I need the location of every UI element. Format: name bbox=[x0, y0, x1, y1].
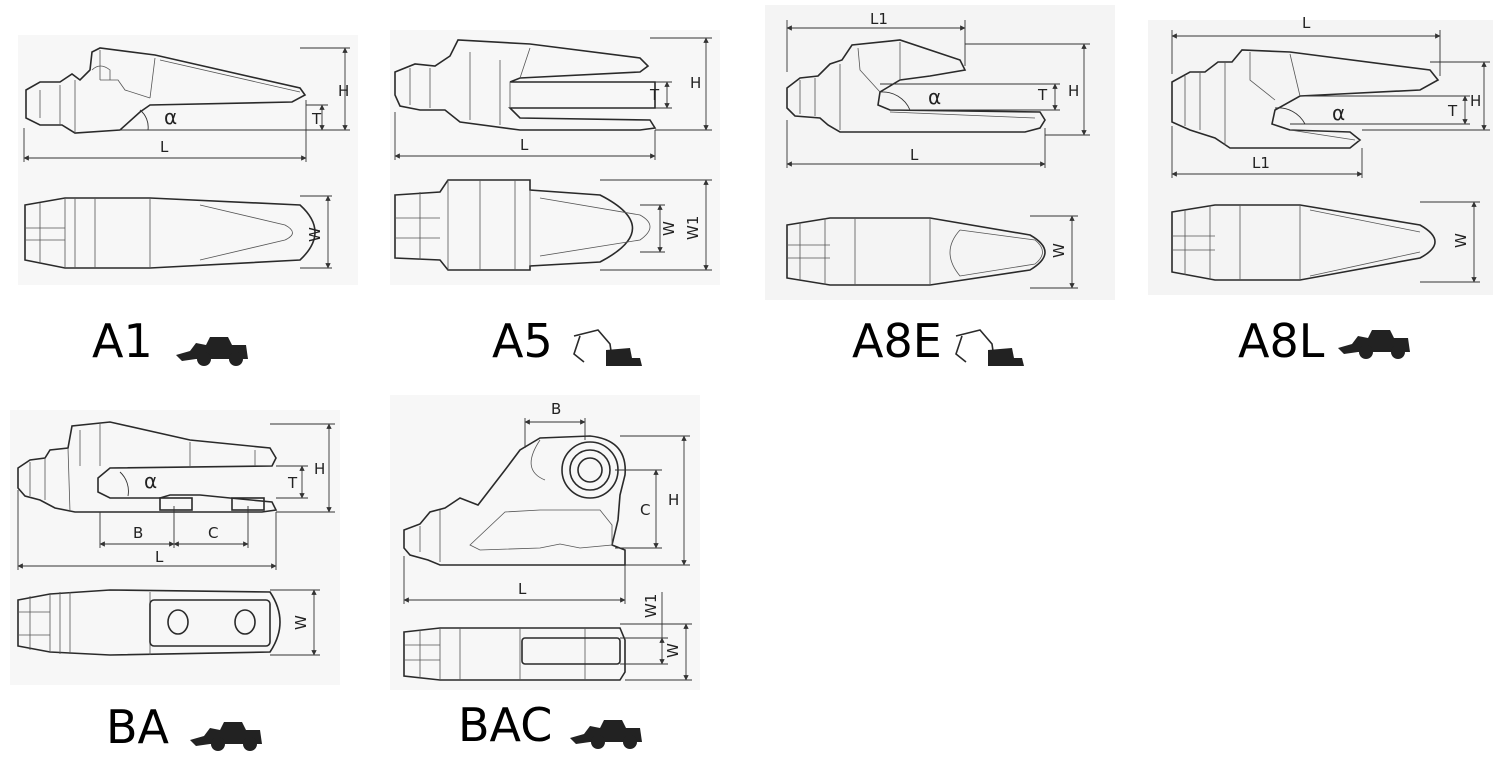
a8l-dim-h: H bbox=[1470, 92, 1481, 110]
caption-a1: A1 bbox=[92, 314, 153, 368]
a8e-dim-l1: L1 bbox=[870, 10, 888, 28]
a1-dim-h: H bbox=[338, 82, 349, 100]
caption-bac: BAC bbox=[458, 698, 553, 752]
a8l-dim-l1: L1 bbox=[1252, 154, 1270, 172]
excavator-icon bbox=[573, 329, 642, 366]
a8l-dim-t: T bbox=[1447, 102, 1458, 120]
a8e-dim-h: H bbox=[1068, 82, 1079, 100]
wheel-loader-icon bbox=[176, 337, 248, 366]
a5-dim-w1: W1 bbox=[684, 216, 702, 240]
a1-side-view: H T L α bbox=[23, 47, 350, 162]
a8l-top-view: W bbox=[1171, 201, 1480, 283]
bac-dim-w1: W1 bbox=[642, 594, 660, 618]
bac-dim-l: L bbox=[518, 580, 527, 598]
a8e-dim-l: L bbox=[910, 146, 919, 164]
ba-dim-alpha: α bbox=[144, 469, 157, 493]
caption-a8l: A8L bbox=[1238, 314, 1325, 368]
a8e-dim-alpha: α bbox=[928, 85, 941, 109]
a8l-dim-alpha: α bbox=[1332, 101, 1345, 125]
bac-dim-b: B bbox=[551, 400, 561, 418]
bac-dim-w: W bbox=[664, 643, 682, 658]
panel-ba: H T B C L α W bbox=[10, 410, 340, 685]
ba-dim-h: H bbox=[314, 460, 325, 478]
a8e-dim-w: W bbox=[1050, 243, 1068, 258]
wheel-loader-icon bbox=[570, 720, 642, 749]
panel-a8l: L H T L1 α W bbox=[1148, 14, 1493, 295]
a8l-dim-w: W bbox=[1452, 233, 1470, 248]
bac-side-view: B H C L bbox=[403, 400, 690, 604]
a1-dim-w: W bbox=[306, 227, 324, 242]
a5-dim-l: L bbox=[520, 136, 529, 154]
a8e-side-view: L1 H T L α bbox=[786, 10, 1090, 168]
caption-a8e: A8E bbox=[852, 314, 942, 368]
a1-top-view: W bbox=[24, 195, 332, 269]
ba-side-view: H T B C L α bbox=[17, 421, 335, 570]
a5-top-view: W W1 bbox=[394, 179, 712, 271]
bac-top-view: W W1 bbox=[403, 592, 692, 681]
ba-dim-l: L bbox=[155, 548, 164, 566]
a5-dim-w: W bbox=[660, 221, 678, 236]
a5-dim-t: T bbox=[649, 86, 660, 104]
a5-side-view: H T L bbox=[394, 37, 712, 160]
ba-dim-c: C bbox=[208, 524, 218, 542]
ba-dim-w: W bbox=[292, 615, 310, 630]
a5-dim-h: H bbox=[690, 74, 701, 92]
bac-dim-h: H bbox=[668, 491, 679, 509]
bac-dim-c: C bbox=[640, 501, 650, 519]
caption-ba: BA bbox=[106, 700, 170, 754]
wheel-loader-icon bbox=[1338, 330, 1410, 359]
wheel-loader-icon bbox=[190, 722, 262, 751]
a8e-dim-t: T bbox=[1037, 86, 1048, 104]
a8e-top-view: W bbox=[786, 215, 1078, 289]
a1-dim-l: L bbox=[160, 138, 169, 156]
ba-top-view: W bbox=[17, 589, 320, 656]
ba-dim-b: B bbox=[133, 524, 143, 542]
panel-a1: H T L α W bbox=[18, 35, 358, 285]
a8l-side-view: L H T L1 α bbox=[1171, 14, 1490, 178]
panel-a8e: L1 H T L α W bbox=[765, 5, 1115, 300]
panel-a5: H T L W W1 bbox=[390, 30, 720, 285]
caption-a5: A5 bbox=[492, 314, 553, 368]
ba-dim-t: T bbox=[287, 474, 298, 492]
a8l-dim-l: L bbox=[1302, 14, 1311, 32]
a1-dim-t: T bbox=[311, 110, 322, 128]
excavator-icon bbox=[955, 329, 1024, 366]
panel-bac: B H C L W W1 bbox=[390, 395, 700, 690]
a1-dim-alpha: α bbox=[164, 105, 177, 129]
